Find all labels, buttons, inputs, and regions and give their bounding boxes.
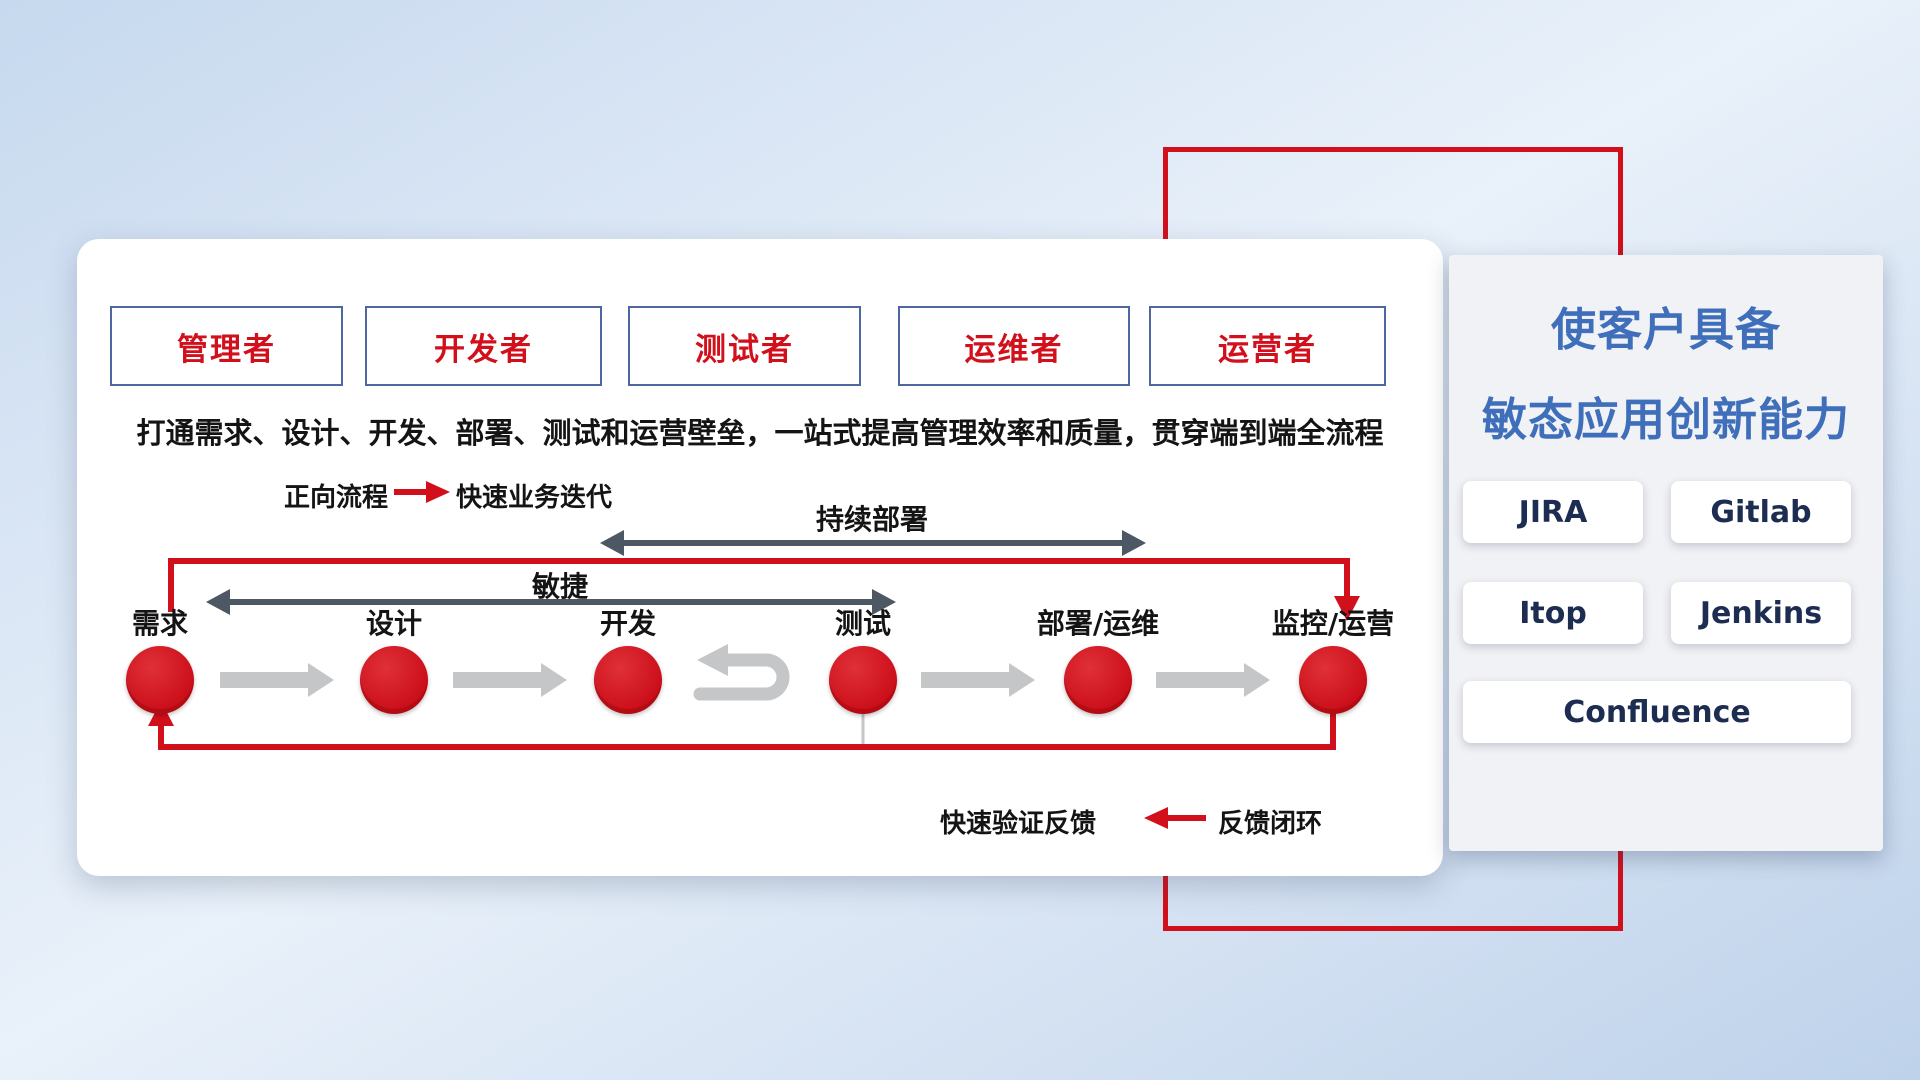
role-label: 运营者 <box>1218 331 1317 368</box>
capability-title-line1: 使客户具备 <box>1550 303 1781 356</box>
stage-label-deploy-ops: 部署/运维 <box>1036 607 1160 640</box>
agile-label: 敏捷 <box>531 570 588 603</box>
stage-node-test <box>829 646 897 714</box>
role-label: 开发者 <box>434 331 533 368</box>
legend-feedback-label: 快速验证反馈 <box>940 809 1097 839</box>
stage-node-design <box>360 646 428 714</box>
role-box-manager: 管理者 <box>110 306 343 386</box>
continuous-deploy-label: 持续部署 <box>815 503 928 536</box>
stage-node-monitor-operate <box>1299 646 1367 714</box>
flow-description: 打通需求、设计、开发、部署、测试和运营壁垒，一站式提高管理效率和质量，贯穿端到端… <box>136 416 1384 450</box>
tool-chip-jenkins: Jenkins <box>1671 582 1851 644</box>
stage-node-requirements <box>126 646 194 714</box>
stage-node-deploy-ops <box>1064 646 1132 714</box>
stage-label-design: 设计 <box>365 607 422 640</box>
stage-label-develop: 开发 <box>599 607 656 640</box>
stage-node-develop <box>594 646 662 714</box>
stage-label-test: 测试 <box>834 607 891 640</box>
capability-title-line2: 敏态应用创新能力 <box>1481 393 1850 446</box>
role-label: 管理者 <box>177 331 276 368</box>
tool-chip-gitlab: Gitlab <box>1671 481 1851 543</box>
legend-feedback-value: 反馈闭环 <box>1218 809 1323 839</box>
capability-panel: 使客户具备 敏态应用创新能力 JIRA Gitlab Itop Jenkins … <box>1449 255 1883 851</box>
tool-chip-jira: JIRA <box>1463 481 1643 543</box>
role-box-ops: 运维者 <box>898 306 1130 386</box>
role-label: 运维者 <box>964 331 1064 368</box>
legend-forward-value: 快速业务迭代 <box>456 483 613 513</box>
tool-chip-confluence: Confluence <box>1463 681 1851 743</box>
role-label: 测试者 <box>695 331 794 368</box>
role-box-tester: 测试者 <box>628 306 861 386</box>
tool-chip-itop: Itop <box>1463 582 1643 644</box>
role-box-developer: 开发者 <box>365 306 602 386</box>
role-box-operator: 运营者 <box>1149 306 1386 386</box>
stage-label-monitor-operate: 监控/运营 <box>1271 607 1395 640</box>
stage-label-requirements: 需求 <box>131 607 188 640</box>
legend-forward-label: 正向流程 <box>284 483 389 513</box>
